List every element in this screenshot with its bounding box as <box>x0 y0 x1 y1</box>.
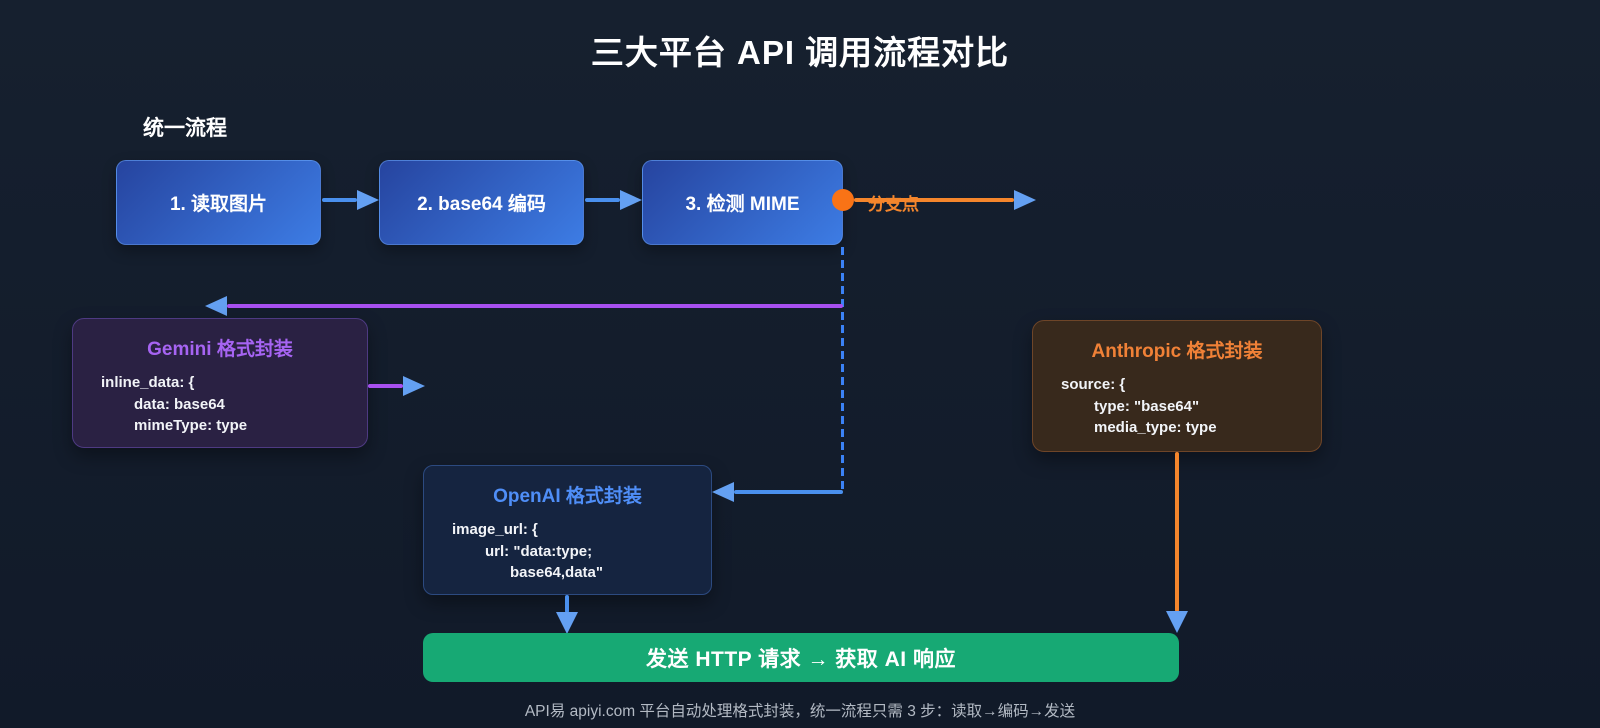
unified-flow-label: 统一流程 <box>143 117 227 140</box>
footer-note: API易 apiyi.com 平台自动处理格式封装，统一流程只需 3 步：读取→… <box>524 703 1076 720</box>
arrow-openai-to-result-head-icon <box>556 612 578 634</box>
arrow-anthropic-to-result-line <box>1175 452 1179 612</box>
flow-step-base64-encode: 2. base64 编码 <box>379 160 584 245</box>
code-line: image_url: { <box>452 521 538 538</box>
branch-point-dot <box>832 189 854 211</box>
code-line: url: "data:type; <box>485 542 593 560</box>
arrow-step1-step2-head-icon <box>357 190 379 210</box>
anthropic-card: Anthropic 格式封装 source: { type: "base64" … <box>1032 320 1322 452</box>
branch-point-label: 分支点 <box>868 195 919 214</box>
anthropic-card-title: Anthropic 格式封装 <box>1091 341 1263 362</box>
anthropic-code-block: source: { type: "base64" media_type: typ… <box>1061 374 1321 439</box>
code-line: mimeType: type <box>134 417 248 434</box>
arrow-branch-to-openai-head-icon <box>712 482 734 502</box>
arrow-step1-step2-line <box>322 198 357 202</box>
code-line: inline_data: { <box>101 374 195 391</box>
branch-dashed-line <box>841 247 844 492</box>
flow-step-read-image: 1. 读取图片 <box>116 160 321 245</box>
arrow-anthropic-to-result-head-icon <box>1166 611 1188 633</box>
openai-card: OpenAI 格式封装 image_url: { url: "data:type… <box>423 465 712 595</box>
gemini-code-block: inline_data: { data: base64 mimeType: ty… <box>101 372 367 437</box>
openai-code-block: image_url: { url: "data:type; base64,dat… <box>452 519 711 584</box>
flow-step-label: 2. base64 编码 <box>417 194 546 215</box>
arrow-to-gemini-line <box>227 304 843 308</box>
flow-step-label: 1. 读取图片 <box>169 194 268 215</box>
arrow-branch-to-openai-line <box>734 490 843 494</box>
arrow-step2-step3-head-icon <box>620 190 642 210</box>
openai-card-title: OpenAI 格式封装 <box>493 486 642 507</box>
result-banner: 发送 HTTP 请求 → 获取 AI 响应 <box>423 633 1179 682</box>
arrow-gemini-out-line <box>368 384 403 388</box>
flow-step-label: 3. 检测 MIME <box>685 194 800 215</box>
code-line: source: { <box>1061 376 1126 393</box>
gemini-card-title: Gemini 格式封装 <box>147 339 293 360</box>
flow-step-detect-mime: 3. 检测 MIME <box>642 160 843 245</box>
code-line: media_type: type <box>1094 419 1217 436</box>
code-line: base64,data" <box>510 564 603 581</box>
arrow-branch-right-line <box>854 198 1014 202</box>
arrow-gemini-out-head-icon <box>403 376 425 396</box>
arrow-to-gemini-head-icon <box>205 296 227 316</box>
arrow-branch-right-head-icon <box>1014 190 1036 210</box>
code-line: type: "base64" <box>1094 397 1200 415</box>
diagram-title: 三大平台 API 调用流程对比 <box>590 34 1010 71</box>
arrow-step2-step3-line <box>585 198 620 202</box>
code-line: data: base64 <box>134 395 225 413</box>
gemini-card: Gemini 格式封装 inline_data: { data: base64 … <box>72 318 368 448</box>
arrow-openai-to-result-line <box>565 595 569 613</box>
